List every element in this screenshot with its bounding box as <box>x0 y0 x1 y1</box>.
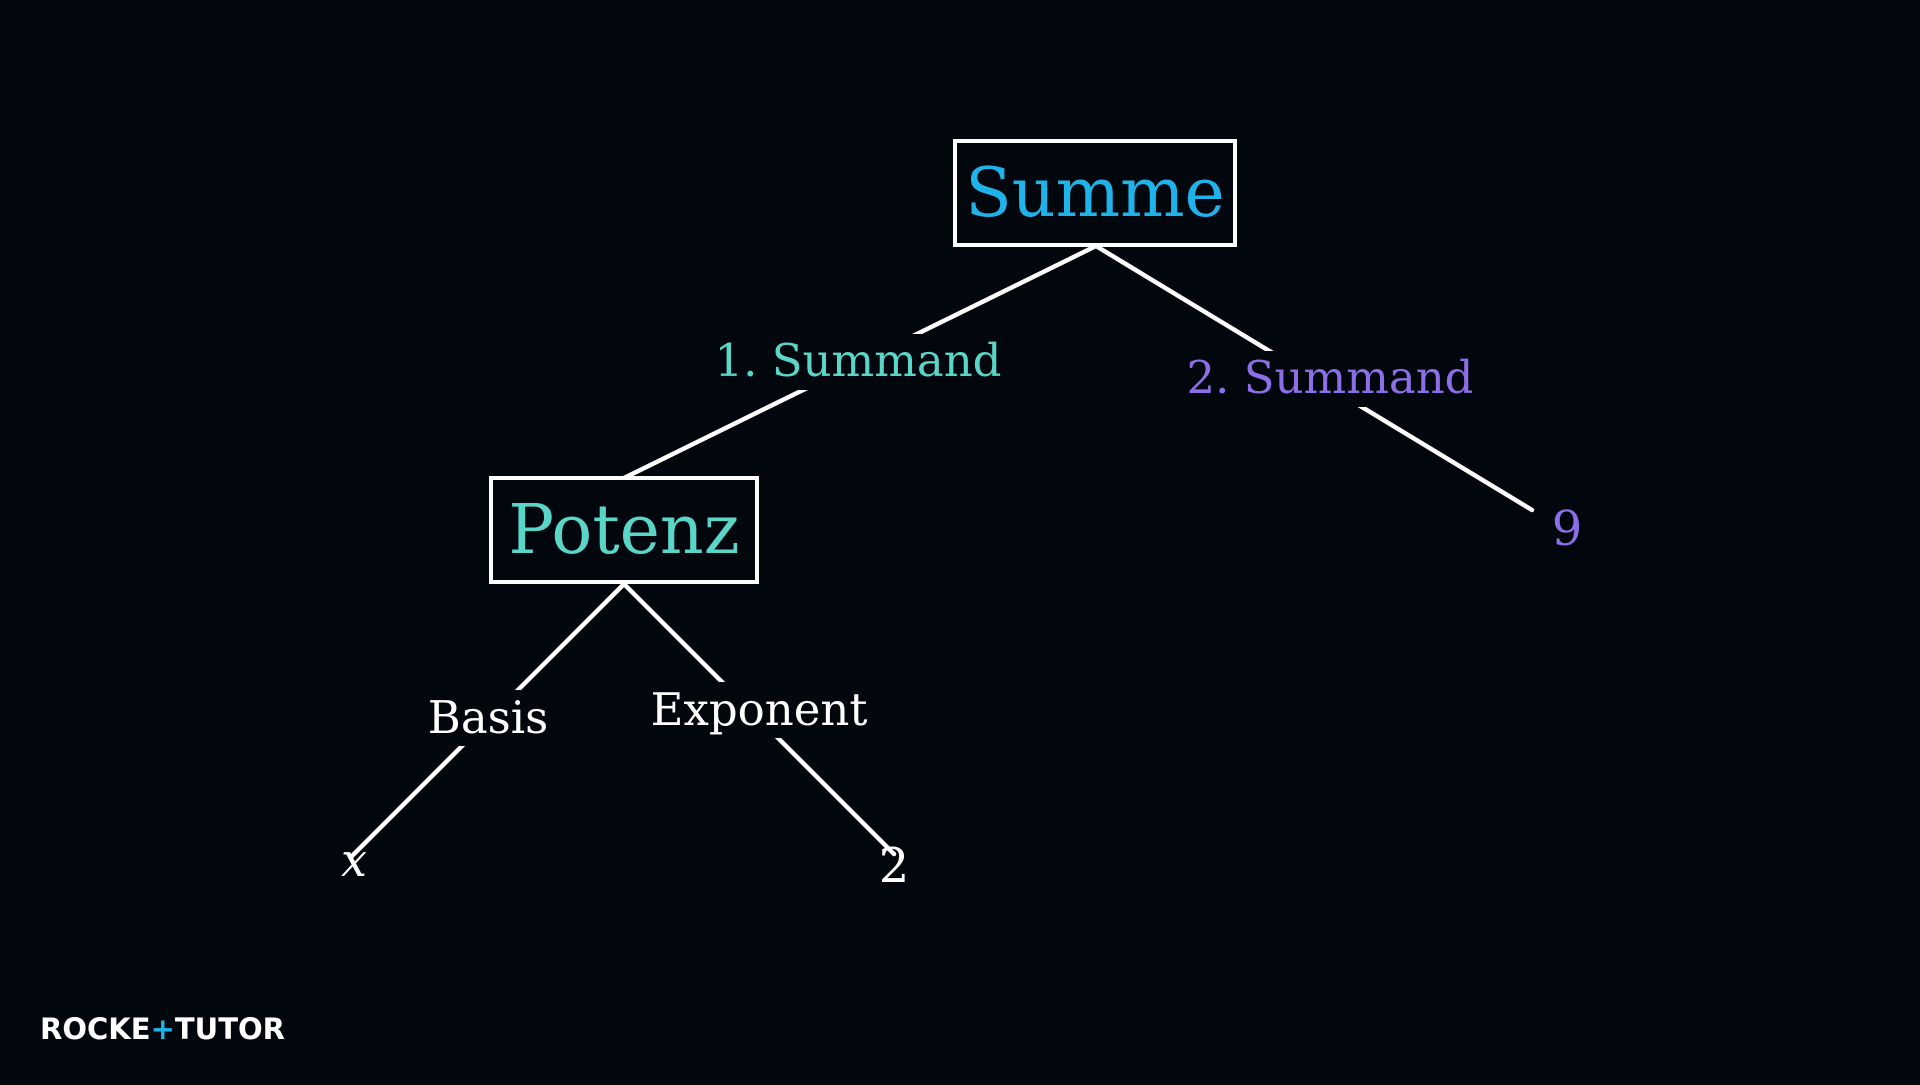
logo-text: ROCKE+TUTOR <box>40 1012 285 1046</box>
node-potenz: Potenz <box>489 476 759 584</box>
node-potenz-label: Potenz <box>508 491 739 570</box>
edge-label-basis-text: Basis <box>428 691 548 744</box>
edge-label-exponent: Exponent <box>650 682 870 738</box>
edge-label-basis: Basis <box>428 690 548 746</box>
node-summe: Summe <box>953 139 1237 247</box>
leaf-x: x <box>341 833 367 887</box>
edge-label-summand1-text: 1. Summand <box>714 334 1001 387</box>
leaf-nine: 9 <box>1552 501 1583 557</box>
edge-label-summand2: 2. Summand <box>1186 351 1474 407</box>
node-summe-label: Summe <box>965 154 1225 233</box>
edge-label-exponent-text: Exponent <box>651 683 868 736</box>
rocket-tutor-logo: ROCKE+TUTOR <box>40 1012 285 1046</box>
leaf-two: 2 <box>879 838 910 894</box>
edge-label-summand2-text: 2. Summand <box>1186 351 1473 404</box>
edge-label-summand1: 1. Summand <box>714 334 1002 390</box>
